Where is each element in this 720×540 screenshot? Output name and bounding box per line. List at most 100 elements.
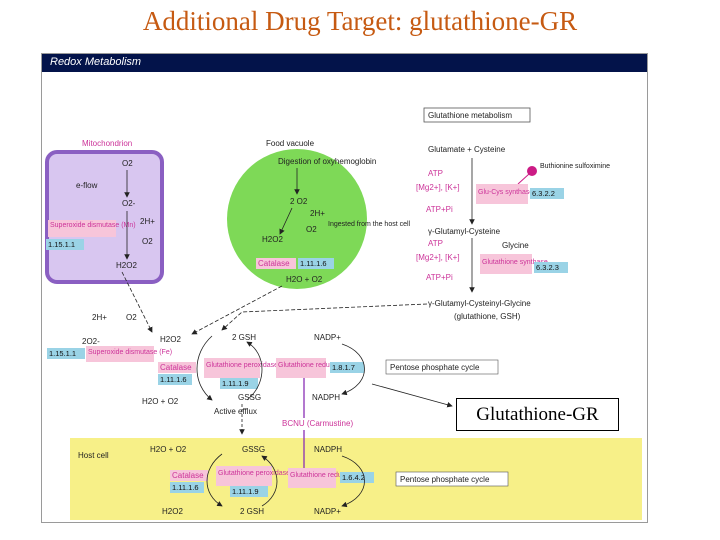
cyc-catalase-box: [158, 362, 196, 373]
cyc-2h: 2H+: [92, 313, 107, 322]
mito-e-flow: e-flow: [76, 181, 98, 190]
host-gpx: Glutathione peroxidase: [218, 470, 290, 477]
host-gpx-box: [216, 466, 272, 486]
mito-h2o2: H2O2: [116, 261, 137, 270]
host-gssg: GSSG: [242, 445, 265, 454]
host-catalase-ec: 1.11.1.6: [172, 483, 199, 492]
cyc-nadph: NADPH: [312, 393, 340, 402]
mito-sod-box: [48, 220, 116, 237]
host-gr-ec-box: [340, 472, 374, 483]
cyc-gr-box: [276, 358, 326, 378]
gsh-substrates: Glutamate + Cysteine: [428, 145, 506, 154]
gsh-metabolism-label: Glutathione metabolism: [428, 111, 512, 120]
cyc-bcnu: BCNU (Carmustine): [282, 419, 353, 428]
cyc-catalase-ec-box: [158, 374, 192, 385]
host-gr: Glutathione reductase: [290, 472, 359, 479]
host-catalase-ec-box: [170, 482, 204, 493]
gsh-atp: ATP: [428, 169, 443, 178]
cyc-gr-ec-box: [330, 362, 364, 373]
vac-catalase-box: [256, 258, 296, 269]
cyc-water: H2O + O2: [142, 397, 179, 406]
gsh-gs-ec-box: [534, 262, 568, 273]
cyc-catalase-ec: 1.11.1.6: [160, 375, 187, 384]
vac-catalase-ec: 1.11.1.6: [300, 259, 327, 268]
cyc-gpx-box: [204, 358, 260, 378]
vac-arrow-2: [279, 207, 293, 235]
gsh-gs-box: [480, 254, 532, 274]
gsh-gs-ec: 6.3.2.3: [536, 263, 559, 272]
mito-sod-ec-box: [46, 239, 84, 250]
vac-catalase: Catalase: [258, 259, 290, 268]
host-arc-3: [341, 455, 365, 508]
host-gr-ec: 1.6.4.2: [342, 473, 365, 482]
cyc-gr: Glutathione reductase: [278, 362, 347, 369]
host-arc-2: [261, 455, 278, 507]
cyc-h2o2: H2O2: [160, 335, 181, 344]
mito-sod-ec: 1.15.1.1: [48, 240, 75, 249]
gsh-gcs-ec-box: [530, 188, 564, 199]
gsh-intermediate: γ-Glutamyl-Cysteine: [428, 227, 501, 236]
cyc-gpx-ec: 1.11.1.9: [222, 379, 249, 388]
vac-o2: O2: [306, 225, 317, 234]
panel-title: Redox Metabolism: [50, 56, 142, 68]
gsh-inhibitor-line: [517, 173, 530, 185]
gsh-product: γ-Glutamyl-Cysteinyl-Glycine: [428, 299, 531, 308]
mito-o2: O2: [122, 159, 133, 168]
gsh-adp2: ATP+Pi: [426, 273, 453, 282]
gsh-product-alias: (glutathione, GSH): [454, 312, 521, 321]
arrow-gsh-to-cycle: [221, 303, 428, 331]
vac-digestion: Digestion of oxyhemoglobin: [278, 157, 376, 166]
cyc-gpx-ec-box: [220, 378, 258, 389]
cyc-o2: O2: [126, 313, 137, 322]
cyc-gpx: Glutathione peroxidase: [206, 362, 278, 369]
cyc-gr-ec: 1.8.1.7: [332, 363, 355, 372]
host-gr-box: [288, 468, 336, 488]
gsh-inhibitor-dot: [527, 166, 537, 176]
vac-2h: 2H+: [310, 209, 325, 218]
cyc-ppp: Pentose phosphate cycle: [390, 363, 480, 372]
mito-superoxide: O2-: [122, 199, 136, 208]
host-nadp: NADP+: [314, 507, 341, 516]
cyc-sod-ec: 1.15.1.1: [49, 349, 76, 358]
mito-sod: Superoxide dismutase (Mn): [50, 222, 136, 229]
host-water: H2O + O2: [150, 445, 187, 454]
vac-h2o2: H2O2: [262, 235, 283, 244]
arrow-vacuole-to-cycle: [191, 285, 283, 335]
cyc-arc-nadp: [341, 343, 365, 396]
host-nadph: NADPH: [314, 445, 342, 454]
cyc-arc-gpx: [196, 335, 213, 401]
gsh-adp: ATP+Pi: [426, 205, 453, 214]
host-gpx-ec-box: [230, 486, 268, 497]
gsh-gcs: Glu-Cys synthase: [478, 189, 533, 196]
gsh-inhibitor: Buthionine sulfoximine: [540, 163, 610, 170]
food-vacuole-label: Food vacuole: [266, 139, 315, 148]
cyc-arc-gsh: [246, 341, 263, 401]
diagram-panel: Redox Metabolism Mitochondrion Food vacu…: [41, 53, 648, 523]
gsh-atp2: ATP: [428, 239, 443, 248]
callout-pointer: [371, 383, 453, 408]
gsh-mg-k: [Mg2+], [K+]: [416, 183, 460, 192]
host-2gsh: 2 GSH: [240, 507, 264, 516]
gsh-glycine: Glycine: [502, 241, 529, 250]
host-catalase-box: [170, 470, 208, 481]
mitochondrion-label: Mitochondrion: [82, 139, 132, 148]
cyc-catalase: Catalase: [160, 363, 192, 372]
cyc-2superoxide: 2O2-: [82, 337, 100, 346]
gsh-mg-k2: [Mg2+], [K+]: [416, 253, 460, 262]
host-catalase: Catalase: [172, 471, 204, 480]
vac-2o2: 2 O2: [290, 197, 308, 206]
cyc-ppp-box: [385, 359, 499, 375]
vac-ingested: Ingested from the host cell: [328, 221, 411, 228]
arrow-mito-to-cycle: [121, 271, 153, 333]
gsh-gs: Glutathione synthase: [482, 259, 548, 266]
cyc-efflux: Active efflux: [214, 407, 257, 416]
host-h2o2: H2O2: [162, 507, 183, 516]
gsh-gcs-box: [476, 184, 528, 204]
cyc-sod-ec-box: [47, 348, 85, 359]
cyc-sod: Superoxide dismutase (Fe): [88, 349, 172, 356]
vac-catalase-ec-box: [298, 258, 334, 269]
gsh-metabolism-box: [423, 107, 531, 123]
cyc-nadp: NADP+: [314, 333, 341, 342]
host-cell-label: Host cell: [78, 451, 109, 460]
cyc-2gsh: 2 GSH: [232, 333, 256, 342]
